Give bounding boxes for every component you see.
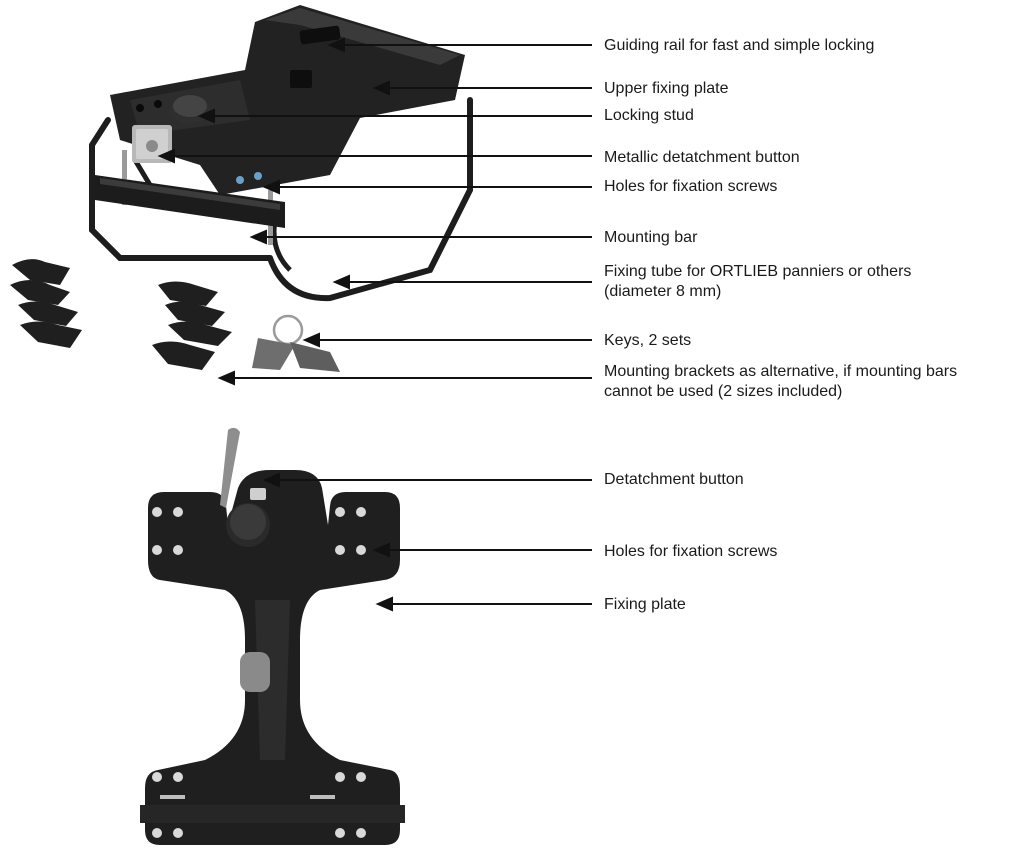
rack-adapter-illustration	[89, 5, 473, 302]
mounting-brackets-middle	[152, 281, 232, 370]
label-detachment-button: Detatchment button	[604, 471, 744, 488]
label-locking-stud: Locking stud	[604, 107, 694, 124]
mounting-brackets-left	[10, 259, 82, 348]
leader-lines	[157, 37, 592, 612]
label-metallic-detachment-button: Metallic detatchment button	[604, 149, 800, 166]
fixing-plate-illustration	[140, 427, 405, 845]
label-holes-fixation-screws-lower: Holes for fixation screws	[604, 543, 778, 560]
label-holes-fixation-screws-upper: Holes for fixation screws	[604, 178, 778, 195]
label-keys: Keys, 2 sets	[604, 332, 692, 349]
label-fixing-plate: Fixing plate	[604, 596, 686, 613]
label-mounting-brackets: Mounting brackets as alternative, if mou…	[604, 363, 958, 400]
keys-illustration	[252, 314, 340, 372]
label-guiding-rail: Guiding rail for fast and simple locking	[604, 37, 875, 54]
label-fixing-tube: Fixing tube for ORTLIEB panniers or othe…	[604, 263, 912, 300]
label-mounting-bar: Mounting bar	[604, 229, 698, 246]
label-upper-fixing-plate: Upper fixing plate	[604, 80, 729, 97]
